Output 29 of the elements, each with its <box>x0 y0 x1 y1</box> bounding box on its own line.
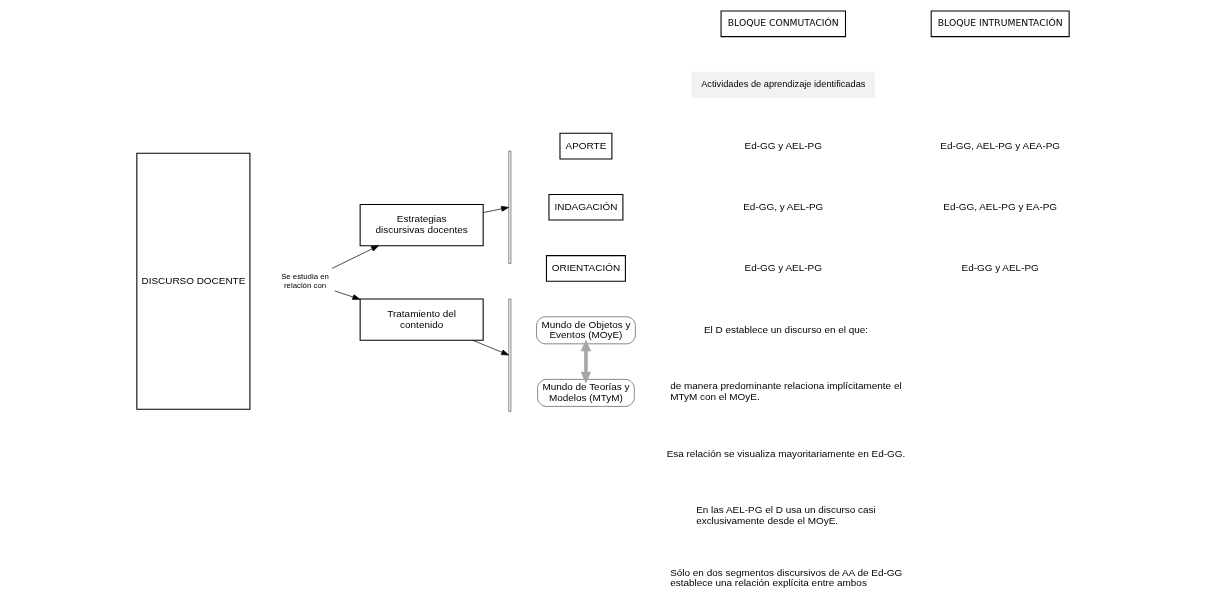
arrow <box>331 245 379 269</box>
label: Ed-GG y AEL-PG <box>744 262 822 274</box>
label: Ed-GG y AEL-PG <box>961 262 1039 274</box>
label: En las AEL-PG el D usa un discurso casi exclusivamente desde el MOyE. <box>696 504 876 526</box>
node-box: APORTE <box>559 132 613 160</box>
arrow <box>483 206 509 213</box>
label: Ed-GG, AEL-PG y AEA-PG <box>940 139 1061 151</box>
node-box: BLOQUE INTRUMENTACIÓN <box>930 10 1070 38</box>
node-box: Tratamiento del contenido <box>359 298 484 341</box>
node-box: ORIENTACIÓN <box>545 255 626 282</box>
arrow <box>472 339 510 356</box>
node-box: BLOQUE CONMUTACIÓN <box>720 10 847 38</box>
label: Sólo en dos segmentos discursivos de AA de Ed-GG establece una relación explícita entre ambos <box>670 566 903 589</box>
node-box: DISCURSO DOCENTE <box>136 152 251 410</box>
node-box: Estrategias discursivas docentes <box>359 203 484 247</box>
arrow <box>580 339 592 384</box>
node-brace <box>508 298 512 412</box>
label: Esa relación se visualiza mayoritariamente en Ed-GG. <box>666 447 906 459</box>
label: Ed-GG y AEL-PG <box>744 139 822 151</box>
node-box: Mundo de Teorías y Modelos (MTyM) <box>537 379 635 407</box>
label: Ed-GG, AEL-PG y EA-PG <box>943 200 1058 212</box>
label: de manera predominante relaciona implícitamente el MTyM con el MOyE. <box>670 380 902 403</box>
label: El D establece un discurso en el que: <box>703 323 869 335</box>
arrow <box>334 290 361 300</box>
node-box: INDAGACIÓN <box>548 193 624 221</box>
label: Ed-GG, y AEL-PG <box>743 200 824 212</box>
node-brace <box>508 150 512 264</box>
node-text: Se estudia en relación con <box>281 271 329 290</box>
node-box: Mundo de Objetos y Eventos (MOyE) <box>536 316 636 345</box>
